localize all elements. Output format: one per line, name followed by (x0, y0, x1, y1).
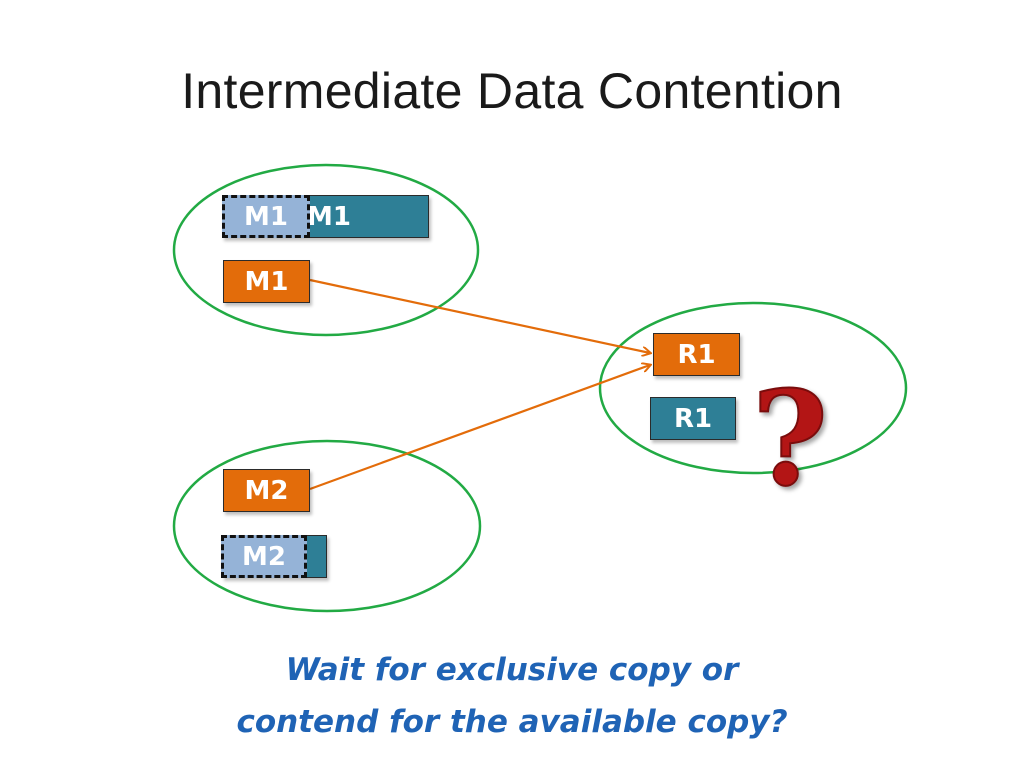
bottom-replica-label: M2 (242, 541, 286, 572)
footer-line-2: contend for the available copy? (236, 704, 788, 740)
arrow-m2-to-r1 (309, 365, 650, 491)
page-title: Intermediate Data Contention (181, 63, 843, 119)
top-replica-box[interactable]: M1 (222, 195, 310, 238)
bottom-task-label: M2 (244, 475, 289, 506)
top-task-label: M1 (244, 266, 289, 297)
right-replica-label: R1 (673, 403, 713, 434)
top-group-ellipse (172, 163, 480, 337)
bottom-task-box[interactable]: M2 (223, 469, 310, 512)
footer-line-1: Wait for exclusive copy or (285, 652, 739, 688)
top-task-box[interactable]: M1 (223, 260, 310, 303)
right-replica-box[interactable]: R1 (650, 397, 736, 440)
arrow-m1-to-r1 (309, 278, 650, 353)
top-long-bar-label: M1 (307, 201, 351, 232)
right-task-box[interactable]: R1 (653, 333, 740, 376)
right-task-label: R1 (677, 339, 716, 370)
bottom-group-ellipse (172, 439, 482, 613)
bottom-replica-box[interactable]: M2 (221, 535, 307, 578)
top-replica-label: M1 (244, 201, 288, 232)
right-group-ellipse (598, 301, 908, 475)
